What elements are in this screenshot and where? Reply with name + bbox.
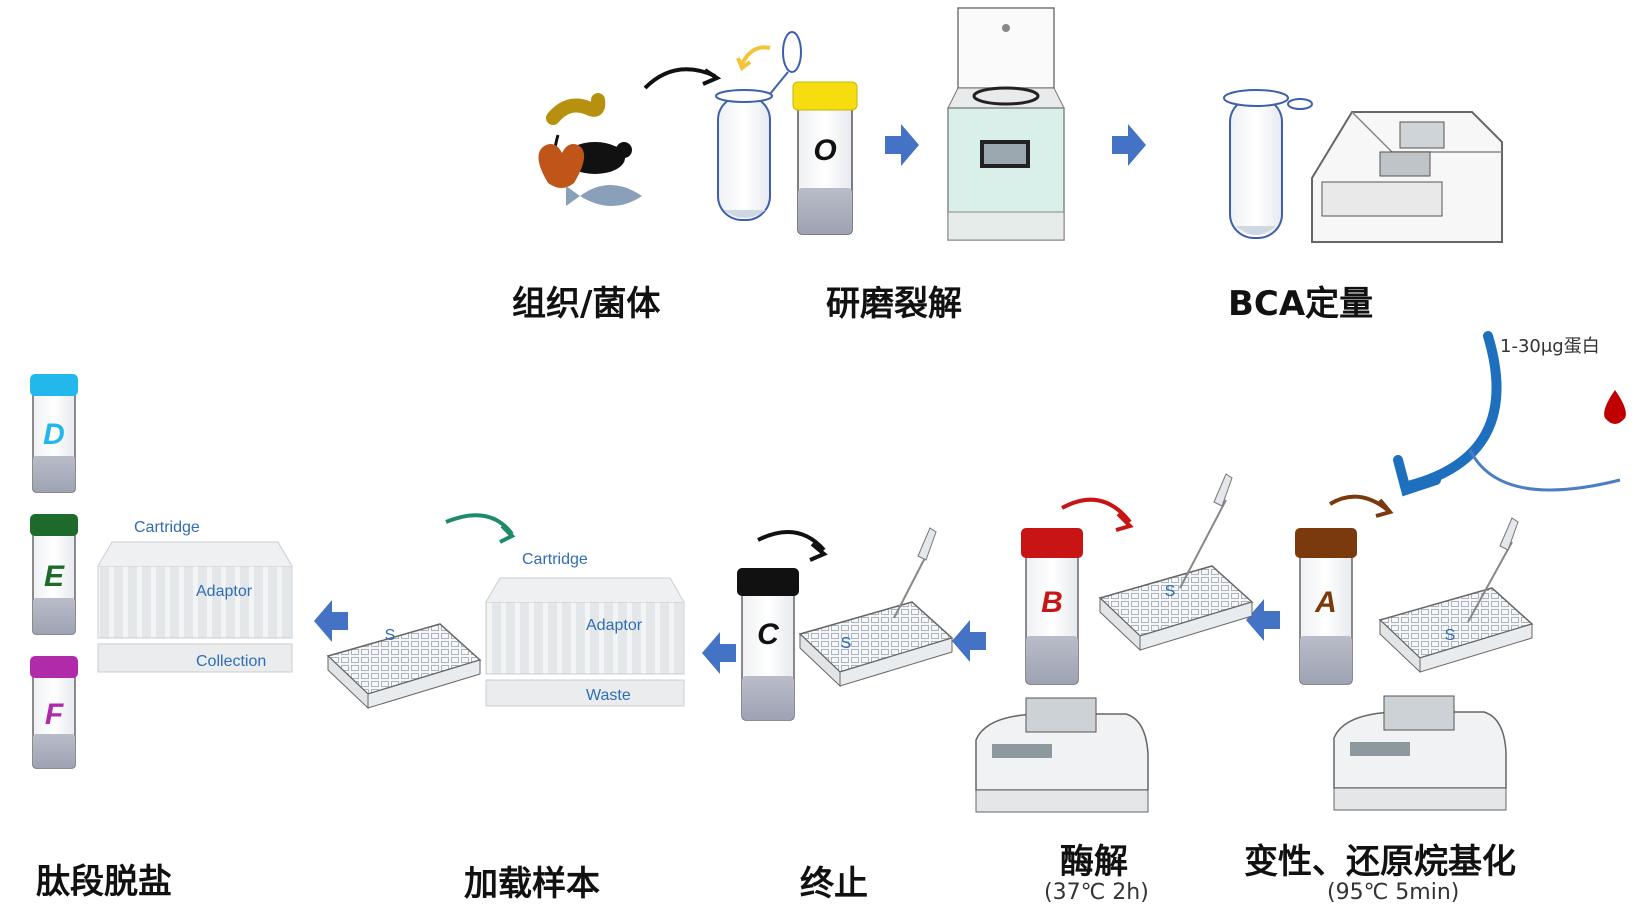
pipette-c: [893, 551, 929, 619]
tube-b: [1021, 528, 1083, 685]
thermoshaker-right: [1333, 695, 1507, 811]
step-arrow-2: [1112, 124, 1146, 166]
label-stop: 终止: [800, 864, 868, 904]
label-load: 加载样本: [464, 864, 600, 904]
tube-f-letter: F: [45, 698, 64, 731]
plate-desalt-letter: S: [385, 627, 396, 644]
tube-c: [737, 568, 799, 721]
tube-a-letter: A: [1314, 586, 1337, 619]
plate-c-letter: S: [841, 635, 852, 652]
thermoshaker-left: [975, 697, 1149, 813]
label-denature-cond: (95℃ 5min): [1327, 880, 1460, 905]
label-desalt: 肽段脱盐: [36, 862, 172, 902]
desalt-cartridge-label: Cartridge: [134, 519, 200, 536]
arrow-green: [445, 513, 514, 536]
open-tube: [715, 31, 802, 221]
desalt-adaptor-label: Adaptor: [196, 583, 253, 600]
step-arrow-1: [885, 124, 919, 166]
tube-f: [30, 656, 78, 769]
step-arrow-4: [952, 620, 986, 662]
plate-a-letter: S: [1445, 627, 1456, 644]
blue-thin-curve: [1468, 449, 1621, 492]
organisms-icon: [538, 93, 642, 206]
step-arrow-5: [702, 632, 736, 674]
plate-b: [1098, 565, 1254, 652]
step-arrow-3: [1246, 599, 1280, 641]
label-denature: 变性、还原烷基化: [1244, 842, 1516, 882]
plate-b-letter: S: [1165, 583, 1176, 600]
arrow-black: [757, 530, 826, 552]
tube-e: [30, 514, 78, 635]
label-digest: 酶解: [1060, 842, 1128, 882]
pipette-b: [1179, 499, 1227, 589]
desalt-collection-label: Collection: [196, 653, 266, 670]
tube-d: [30, 374, 78, 493]
load-waste-label: Waste: [586, 687, 631, 704]
plate-desalt: [326, 623, 482, 710]
load-cartridge: [485, 577, 685, 707]
plate-reader: [1311, 111, 1503, 243]
pipette-a: [1467, 541, 1513, 623]
plate-c: [798, 601, 954, 688]
tube-b-letter: B: [1041, 586, 1063, 619]
drop-icon: [1604, 390, 1626, 424]
tube-a: [1295, 528, 1357, 685]
arrow-red: [1061, 497, 1132, 524]
tube-o: [792, 81, 858, 235]
grinder-machine: [947, 7, 1065, 241]
load-adaptor-label: Adaptor: [586, 617, 643, 634]
label-grind: 研磨裂解: [826, 284, 962, 324]
tube-e-letter: E: [44, 560, 65, 593]
bca-tube: [1223, 89, 1313, 239]
load-cartridge-label: Cartridge: [522, 551, 588, 568]
desalt-cartridge: [97, 541, 293, 673]
tube-c-letter: C: [757, 618, 780, 651]
tube-d-letter: D: [43, 418, 65, 451]
label-bca: BCA定量: [1228, 284, 1374, 324]
label-digest-cond: (37℃ 2h): [1044, 880, 1149, 905]
tube-o-letter: O: [813, 134, 836, 167]
plate-a: [1378, 587, 1534, 674]
blue-curve-arrow: [1403, 331, 1502, 491]
label-tissue: 组织/菌体: [512, 284, 661, 324]
protein-note: 1-30μg蛋白: [1500, 336, 1600, 357]
step-arrow-6: [314, 600, 348, 642]
